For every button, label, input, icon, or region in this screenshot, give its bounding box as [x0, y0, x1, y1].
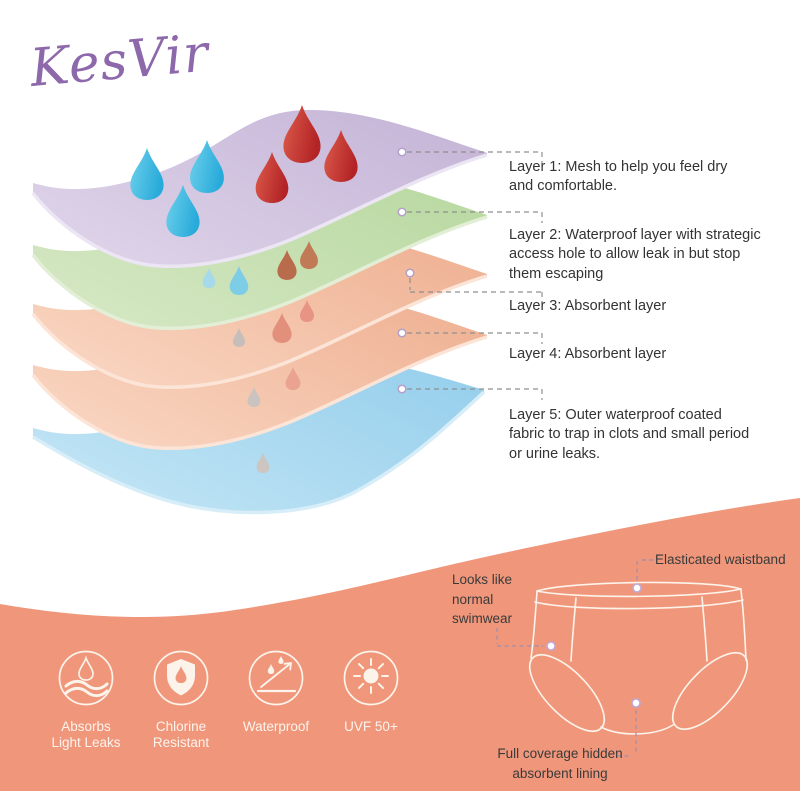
- swim-brief-drawing: [528, 581, 749, 735]
- layer-3-label: Layer 3: Absorbent layer: [509, 298, 667, 314]
- absorb-droplet-layers-icon: [64, 658, 109, 698]
- feature-label-chlorine-resistant: Chlorine Resistant: [152, 719, 210, 751]
- callout-looks-like-normal-swimwear: Looks like normal swimwear: [452, 572, 513, 627]
- layer-4-label: Layer 4: Absorbent layer: [509, 346, 667, 362]
- layer-1-label: Layer 1: Mesh to help you feel dry and c…: [509, 159, 728, 195]
- feature-label-uvf-50: UVF 50+: [344, 719, 398, 734]
- layer-5-label: Layer 5: Outer waterproof coated fabric …: [509, 407, 750, 462]
- sun-icon: [353, 658, 389, 694]
- brief-callout-lines: [496, 559, 653, 757]
- water-repel-icon: [256, 656, 297, 693]
- feature-label-absorbs-light-leaks: Absorbs Light Leaks: [51, 719, 121, 751]
- layer-leader-dots: [397, 147, 415, 394]
- bottom-wave-background: [0, 498, 800, 791]
- feature-icons: [58, 650, 399, 706]
- layer-leader-lines: [407, 151, 543, 400]
- layer-2-label: Layer 2: Waterproof layer with strategic…: [509, 227, 761, 282]
- feature-label-waterproof: Waterproof: [242, 719, 310, 734]
- brief-callout-dots: [546, 583, 642, 708]
- callout-hidden-absorbent-lining: Full coverage hidden absorbent lining: [497, 746, 623, 781]
- shield-droplet-icon: [167, 659, 195, 696]
- callout-elasticated-waistband: Elasticated waistband: [655, 552, 786, 567]
- water-drop-icon: [130, 148, 164, 200]
